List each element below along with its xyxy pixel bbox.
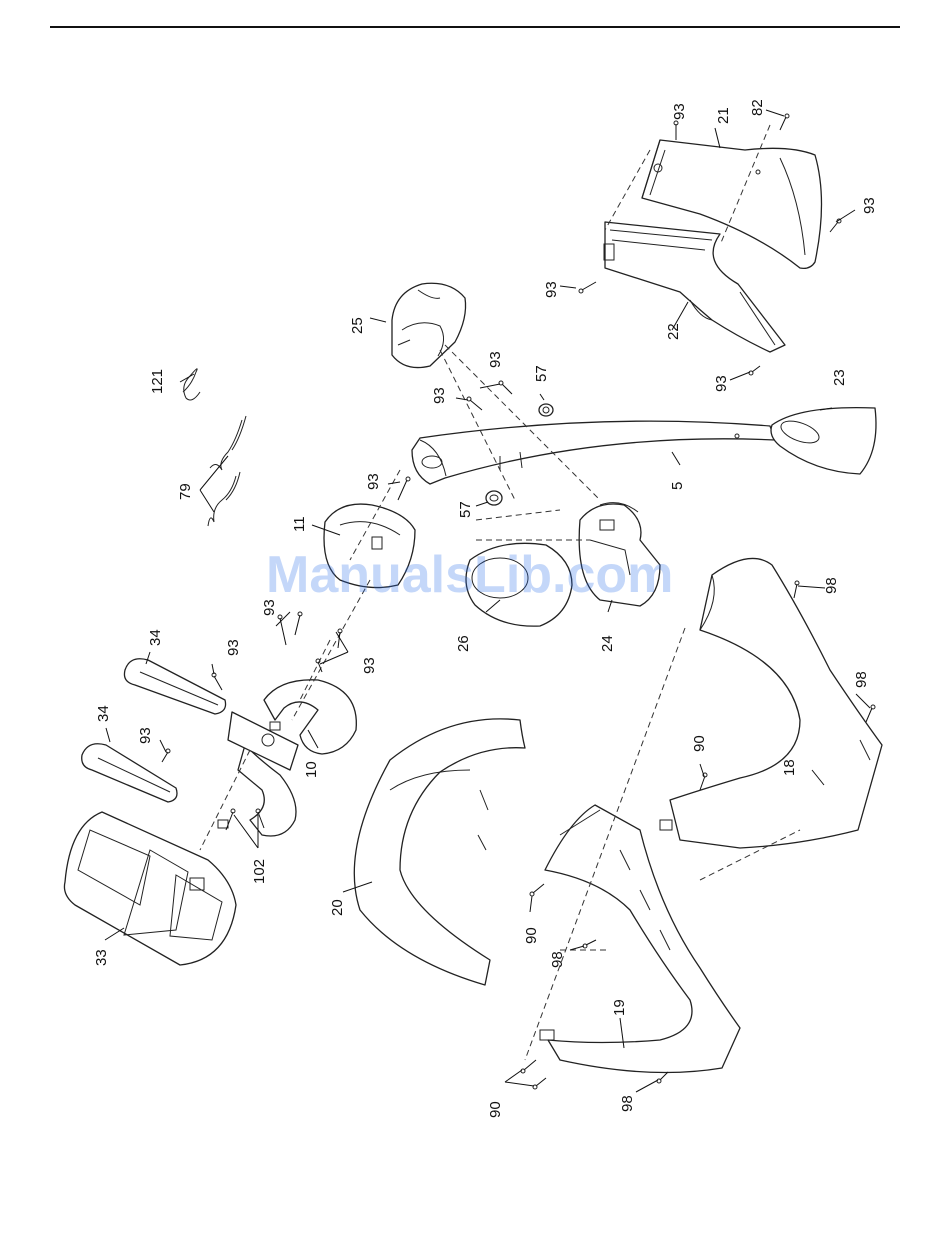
- part-57-upper: [539, 404, 553, 416]
- callout-93: 93: [487, 351, 504, 368]
- callout-34: 34: [147, 629, 164, 646]
- callout-23: 23: [831, 369, 848, 386]
- part-79: [208, 416, 246, 526]
- callout-98: 98: [853, 671, 870, 688]
- callout-24: 24: [599, 635, 616, 652]
- callout-93: 93: [543, 281, 560, 298]
- callout-98: 98: [619, 1095, 636, 1112]
- callout-93: 93: [361, 657, 378, 674]
- callout-121: 121: [149, 369, 166, 394]
- part-33: [64, 812, 236, 965]
- callout-19: 19: [611, 999, 628, 1016]
- part-34-lower: [82, 744, 177, 802]
- callout-10: 10: [303, 761, 320, 778]
- callout-11: 11: [291, 516, 308, 532]
- callout-5: 5: [669, 482, 686, 490]
- callout-25: 25: [349, 317, 366, 334]
- callout-57: 57: [457, 501, 474, 518]
- callout-90: 90: [523, 927, 540, 944]
- callout-90: 90: [691, 735, 708, 752]
- part-34-upper: [124, 659, 225, 714]
- callout-82: 82: [749, 99, 766, 116]
- callout-93: 93: [861, 197, 878, 214]
- callout-33: 33: [93, 949, 110, 966]
- part-22: [604, 222, 785, 352]
- part-10: [218, 680, 356, 836]
- callout-93: 93: [713, 375, 730, 392]
- callout-93: 93: [671, 103, 688, 120]
- part-57-lower: [486, 491, 502, 505]
- callout-34: 34: [95, 705, 112, 722]
- callout-93: 93: [365, 473, 382, 490]
- callout-18: 18: [781, 759, 798, 776]
- callout-26: 26: [455, 635, 472, 652]
- part-23: [771, 408, 876, 474]
- callout-93: 93: [431, 387, 448, 404]
- callout-98: 98: [823, 577, 840, 594]
- part-121: [183, 369, 200, 400]
- callout-98: 98: [549, 951, 566, 968]
- part-18: [660, 558, 882, 848]
- callout-79: 79: [177, 483, 194, 500]
- part-20: [354, 719, 525, 985]
- watermark-text: ManualsLib.com: [266, 546, 673, 604]
- part-5: [412, 421, 775, 484]
- callout-21: 21: [715, 107, 732, 124]
- callout-90: 90: [487, 1101, 504, 1118]
- callout-93: 93: [137, 727, 154, 744]
- callout-57: 57: [533, 365, 550, 382]
- callout-93: 93: [225, 639, 242, 656]
- callout-20: 20: [329, 899, 346, 916]
- callout-22: 22: [665, 323, 682, 340]
- callout-102: 102: [251, 859, 268, 884]
